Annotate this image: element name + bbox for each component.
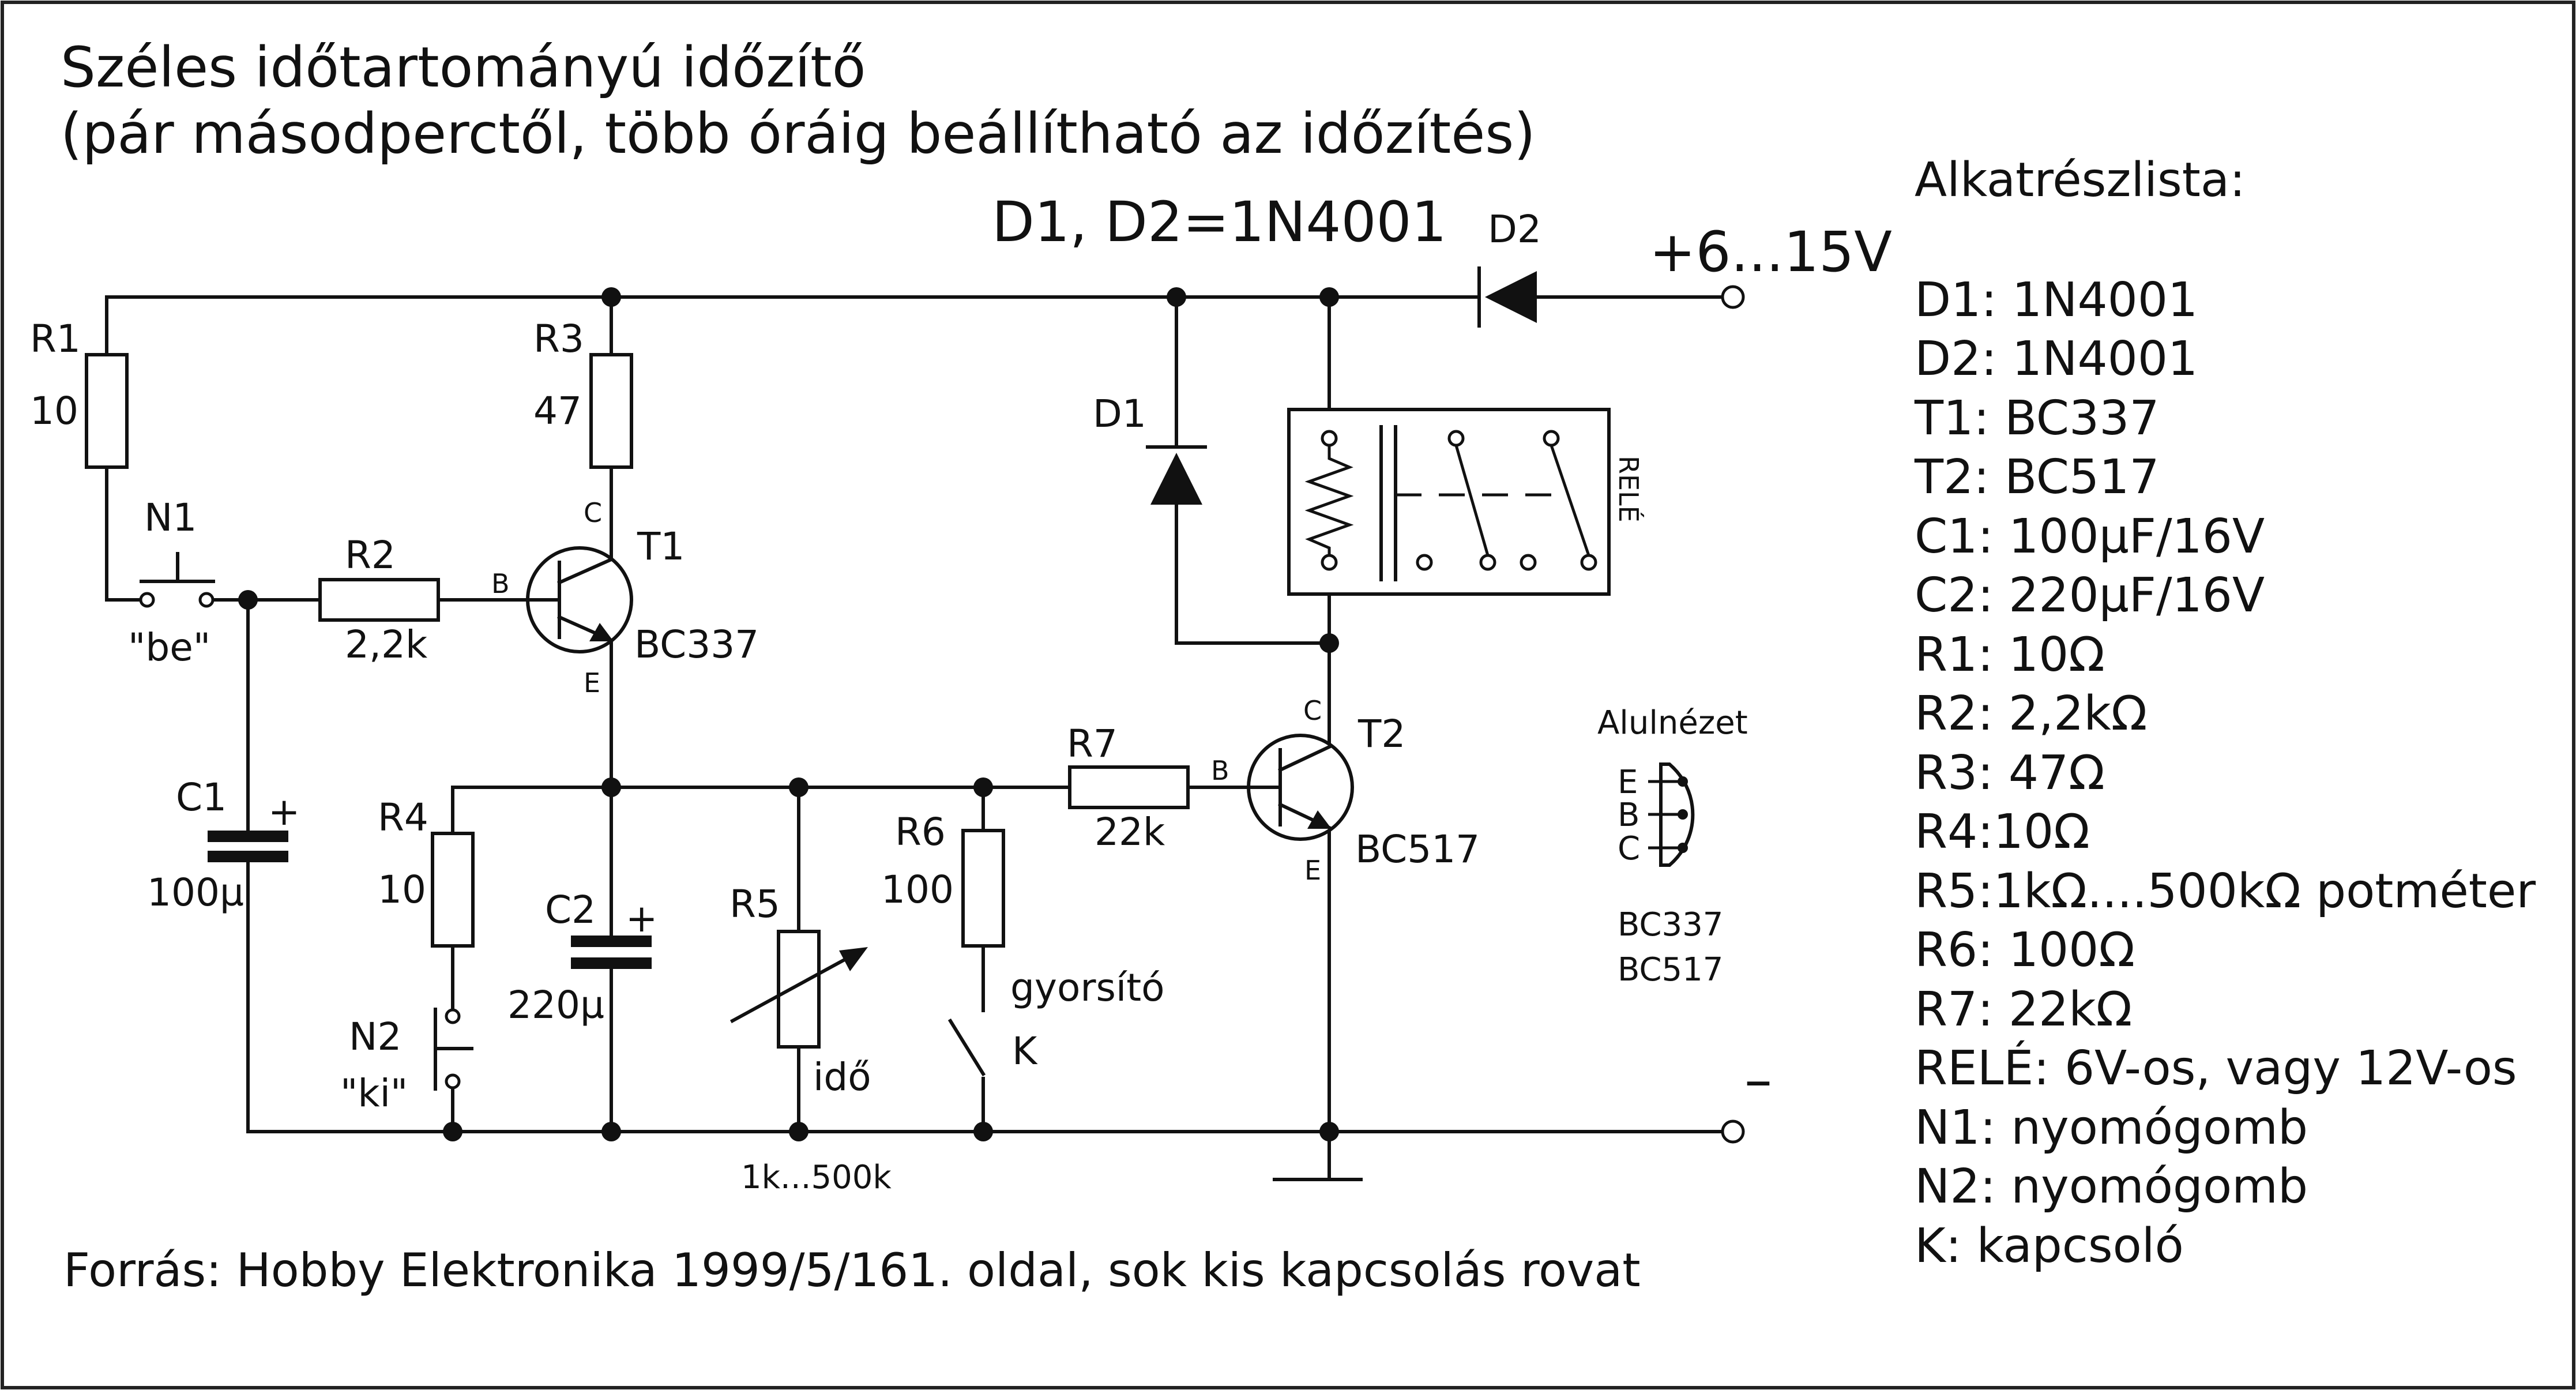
t1-pin-b: B [491, 568, 510, 599]
diode-note: D1, D2=1N4001 [992, 190, 1447, 254]
pinout-pin-e: E [1618, 764, 1638, 801]
pinout-pin-c: C [1618, 830, 1640, 867]
r6-ref: R6 [895, 810, 946, 854]
r6-value: 100 [881, 867, 954, 912]
n1-name: "be" [128, 625, 210, 670]
parts-list-item: C1: 100µF/16V [1915, 509, 2265, 564]
c2-plus: + [626, 896, 657, 941]
t1-ref: T1 [637, 524, 685, 569]
transistor-t1 [526, 546, 633, 653]
r3-value: 47 [533, 389, 582, 433]
r5-value: 1k...500k [741, 1159, 892, 1196]
r2-ref: R2 [345, 533, 396, 577]
pinout-type-2: BC517 [1618, 951, 1723, 989]
t1-pin-c: C [584, 497, 602, 528]
parts-list-item: N1: nyomógomb [1915, 1100, 2308, 1155]
switch-k [947, 1018, 986, 1077]
parts-list-item: K: kapcsoló [1915, 1219, 2184, 1273]
title-line-2: (pár másodperctől, több óráig beállíthat… [61, 102, 1536, 166]
negative-terminal [1721, 1119, 1745, 1144]
relay [1287, 408, 1611, 596]
relay-ref: RELÉ [1613, 456, 1644, 523]
resistor-r6 [961, 829, 1005, 948]
t2-pin-c: C [1303, 695, 1322, 726]
pinout-type-1: BC337 [1618, 906, 1723, 944]
t2-type: BC517 [1355, 827, 1480, 871]
r7-ref: R7 [1067, 722, 1118, 766]
capacitor-c2 [571, 936, 652, 969]
r4-ref: R4 [378, 795, 428, 840]
c2-ref: C2 [545, 888, 596, 932]
resistor-r1 [85, 353, 129, 469]
r5-name: idő [813, 1055, 871, 1099]
transistor-t2 [1247, 734, 1354, 841]
k-name: gyorsító [1010, 966, 1164, 1010]
resistor-r3 [589, 353, 633, 469]
parts-list-item: D1: 1N4001 [1915, 273, 2198, 328]
parts-list-item: T1: BC337 [1914, 391, 2160, 446]
parts-list-item: N2: nyomógomb [1915, 1159, 2308, 1214]
parts-list-item: T2: BC517 [1914, 450, 2160, 505]
parts-list-item: D2: 1N4001 [1915, 332, 2198, 386]
pinout-title: Alulnézet [1597, 704, 1748, 742]
t1-type: BC337 [634, 622, 759, 667]
pinout-pin-b: B [1618, 797, 1639, 834]
pushbutton-n1 [139, 552, 215, 608]
r1-value: 10 [30, 389, 78, 433]
source-credit: Forrás: Hobby Elektronika 1999/5/161. ol… [63, 1244, 1641, 1297]
parts-list-item: R3: 47Ω [1915, 746, 2105, 801]
k-ref: K [1012, 1029, 1038, 1073]
n2-name: "ki" [340, 1071, 408, 1115]
c1-value: 100µ [147, 870, 244, 915]
potentiometer-r5 [729, 930, 868, 1049]
c1-plus: + [268, 790, 300, 834]
diode-d2 [1477, 266, 1537, 328]
t1-pin-e: E [584, 667, 600, 698]
d2-ref: D2 [1488, 207, 1541, 251]
parts-list-item: R6: 100Ω [1915, 923, 2135, 978]
n1-ref: N1 [144, 495, 197, 540]
pinout-diagram [1648, 762, 1695, 867]
r4-value: 10 [378, 867, 426, 912]
parts-list: D1: 1N4001 D2: 1N4001 T1: BC337 T2: BC51… [1914, 273, 2536, 1273]
parts-list-item: R4:10Ω [1915, 805, 2090, 859]
r7-value: 22k [1095, 810, 1165, 854]
resistor-r4 [431, 832, 475, 948]
pushbutton-n2 [434, 1008, 473, 1091]
supply-negative-label: – [1744, 1047, 1772, 1112]
parts-list-item: R7: 22kΩ [1915, 982, 2132, 1037]
capacitor-c1 [208, 831, 288, 862]
r3-ref: R3 [533, 317, 584, 361]
t2-pin-e: E [1304, 855, 1321, 886]
n2-ref: N2 [349, 1015, 401, 1059]
parts-list-item: R1: 10Ω [1915, 628, 2105, 682]
resistor-r7 [1068, 765, 1190, 809]
t2-pin-b: B [1211, 755, 1229, 786]
parts-list-item: C2: 220µF/16V [1915, 568, 2265, 623]
parts-list-item: RELÉ: 6V-os, vagy 12V-os [1915, 1040, 2517, 1096]
r5-ref: R5 [729, 882, 780, 926]
parts-list-item: R2: 2,2kΩ [1915, 686, 2147, 741]
r1-ref: R1 [30, 317, 81, 361]
t2-ref: T2 [1357, 712, 1405, 756]
d1-ref: D1 [1093, 392, 1146, 436]
diode-d1 [1146, 445, 1207, 505]
c1-ref: C1 [176, 775, 227, 820]
parts-list-item: R5:1kΩ....500kΩ potméter [1915, 864, 2536, 919]
supply-positive-label: +6...15V [1649, 220, 1892, 284]
wires [105, 295, 1723, 1181]
junction-dots [238, 287, 1339, 1141]
positive-terminal [1721, 285, 1745, 309]
r2-value: 2,2k [345, 622, 428, 667]
c2-value: 220µ [507, 983, 604, 1027]
parts-list-title: Alkatrészlista: [1915, 153, 2246, 208]
title-line-1: Széles időtartományú időzítő [61, 35, 866, 100]
resistor-r2 [318, 578, 440, 622]
